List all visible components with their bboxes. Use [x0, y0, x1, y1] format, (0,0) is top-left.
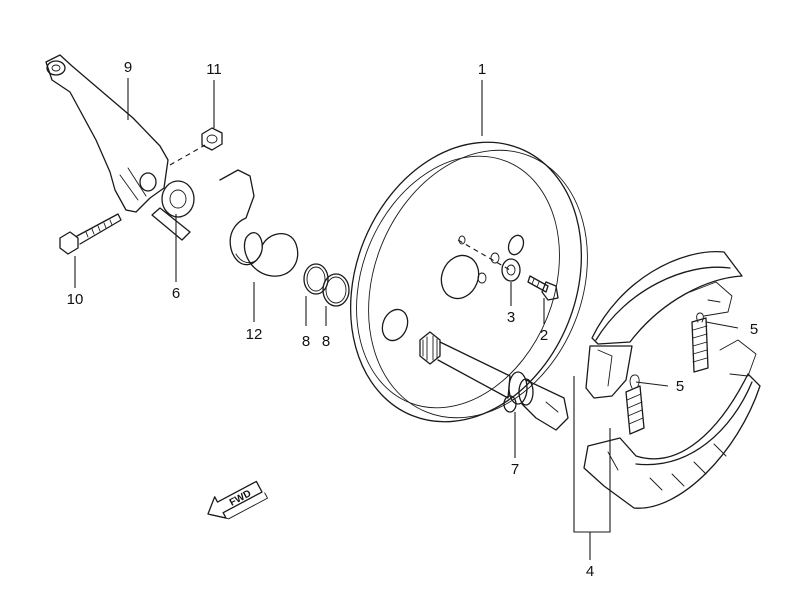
fwd-label: FWD	[228, 488, 253, 508]
callout-4: 4	[586, 563, 594, 580]
callout-6: 6	[172, 285, 180, 302]
callout-labels: 9 11 1 6 10 12 8 8 3 2 7 5 5 4	[67, 59, 759, 580]
callout-8-outer: 8	[322, 333, 330, 350]
callout-5-lower: 5	[676, 378, 684, 395]
brake-panel	[349, 141, 588, 423]
callout-10: 10	[67, 291, 84, 308]
lever-bolt	[59, 213, 122, 255]
brake-shoe-spring-lower	[625, 374, 645, 435]
lever-axis-line	[169, 144, 206, 166]
o-ring-outer	[322, 273, 350, 307]
panel-washer	[501, 258, 521, 282]
callout-11: 11	[206, 61, 222, 78]
callout-9: 9	[124, 59, 132, 76]
callout-7: 7	[511, 461, 519, 478]
callout-12: 12	[246, 326, 263, 343]
panel-stud-bolt	[527, 275, 559, 301]
callout-5-upper: 5	[750, 321, 758, 338]
lever-nut	[201, 127, 223, 151]
wear-indicator-plate	[151, 180, 195, 241]
brake-shoe-upper	[585, 251, 743, 399]
callout-3: 3	[507, 309, 515, 326]
brake-shoe-lower	[583, 339, 761, 509]
callout-1: 1	[478, 61, 486, 78]
o-ring-inner	[303, 263, 329, 295]
callout-8-inner: 8	[302, 333, 310, 350]
leader-lines	[74, 78, 739, 560]
brake-shoe-spring-upper	[691, 312, 709, 373]
callout-2: 2	[540, 327, 548, 344]
brake-cam-lever	[45, 54, 169, 213]
brake-camshaft	[419, 331, 569, 431]
return-spring	[219, 169, 299, 277]
forward-direction-marker: FWD	[207, 480, 268, 520]
